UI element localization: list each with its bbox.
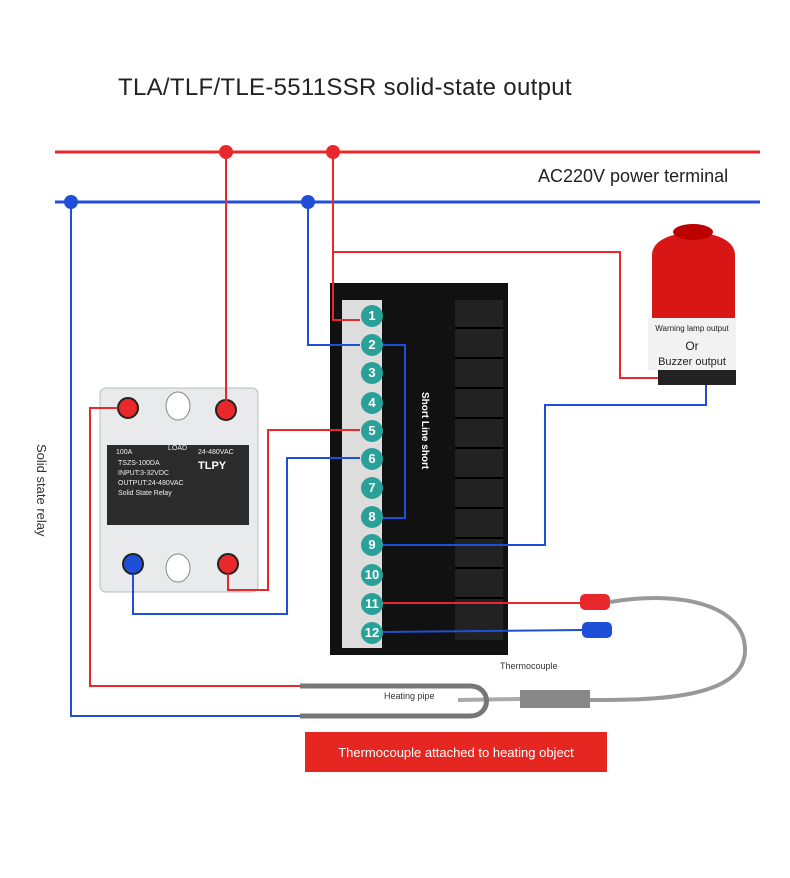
lamp-top <box>673 224 713 240</box>
wire-term5-relay3 <box>227 429 360 591</box>
terminal-7: 7 <box>361 477 383 499</box>
relay-output: OUTPUT:24-480VAC <box>118 480 184 487</box>
relay-rating: 100A <box>116 449 133 456</box>
wire-term12 <box>379 629 583 633</box>
terminal-2: 2 <box>361 334 383 356</box>
relay-load: LOAD <box>168 445 188 452</box>
heating-pipe <box>300 683 489 719</box>
banner: Thermocouple attached to heating object <box>305 732 607 772</box>
wire-lamp-term9 <box>380 385 707 546</box>
relay-hole-bottom <box>165 553 191 583</box>
terminal-10: 10 <box>361 564 383 586</box>
relay-input: INPUT:3-32VDC <box>118 470 169 477</box>
thermocouple-label: Thermocouple <box>500 661 558 671</box>
lamp-line3: Buzzer output <box>658 356 726 368</box>
relay-terminal-3 <box>217 553 239 575</box>
terminal-1: 1 <box>361 305 383 327</box>
heating-pipe-label: Heating pipe <box>384 691 435 701</box>
relay-model: TSZS-100DA <box>118 460 160 467</box>
wire-neutral-heater <box>70 202 300 717</box>
wire-term6-relay4 <box>132 457 360 615</box>
lamp-dome <box>652 232 735 318</box>
thermo-probe <box>520 690 590 708</box>
terminal-6: 6 <box>361 448 383 470</box>
power-terminal-label: AC220V power terminal <box>538 166 729 186</box>
wire-short <box>380 344 406 519</box>
thermo-probe-tip <box>457 697 521 702</box>
controller-fins <box>455 300 503 640</box>
relay-voltage: 24-480VAC <box>198 449 234 456</box>
relay-brand: TLPY <box>198 460 227 472</box>
thermo-connector-blue <box>582 622 612 638</box>
screw-column <box>342 300 382 648</box>
relay-terminal-4 <box>122 553 144 575</box>
lamp-line1: Warning lamp output <box>655 324 729 333</box>
terminal-3: 3 <box>361 362 383 384</box>
thermo-cable <box>589 596 748 702</box>
short-label: Short Line short <box>419 392 430 470</box>
relay-face <box>107 445 249 525</box>
relay-type: Solid State Relay <box>118 490 172 497</box>
terminal-9: 9 <box>361 534 383 556</box>
relay-terminal-1 <box>117 397 139 419</box>
wire-lamp-live <box>333 251 660 379</box>
lamp-line2: Or <box>685 339 699 353</box>
terminal-11: 11 <box>361 593 383 615</box>
relay-hole-top <box>165 391 191 421</box>
wire-neutral-term2 <box>307 202 360 346</box>
terminal-4: 4 <box>361 392 383 414</box>
controller-fin-lines <box>455 327 503 599</box>
terminal-5: 5 <box>361 420 383 442</box>
wire-live-term1 <box>332 152 360 321</box>
wire-relay-heater <box>89 407 304 687</box>
lamp-label-area <box>648 318 736 370</box>
terminal-8: 8 <box>361 506 383 528</box>
relay-side-label: Solid state relay <box>34 444 49 537</box>
page-title: TLA/TLF/TLE-5511SSR solid-state output <box>118 74 572 101</box>
terminal-12: 12 <box>361 622 383 644</box>
thermo-connector-red <box>580 594 610 610</box>
